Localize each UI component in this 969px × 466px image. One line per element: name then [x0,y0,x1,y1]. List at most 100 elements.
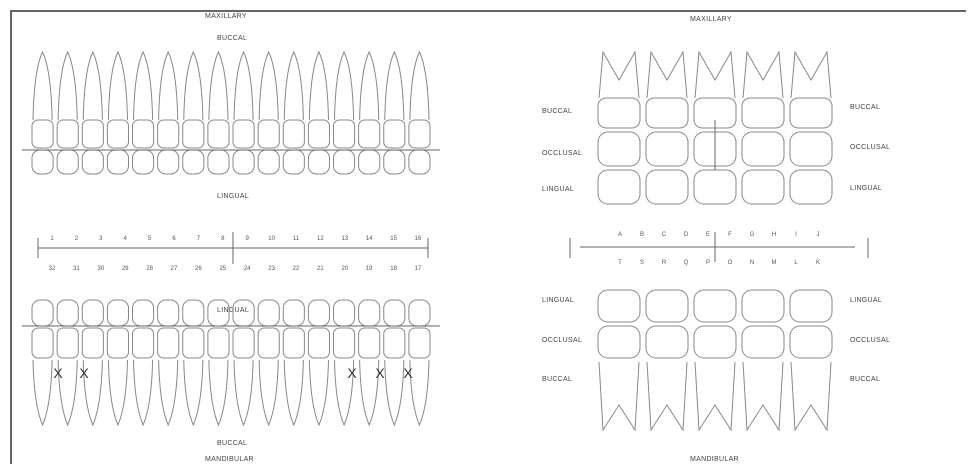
adult-upper-tooth-number: 9 [246,236,250,242]
adult-lower-crown [409,328,430,358]
adult-upper-root [259,52,278,120]
adult-lower-crown [82,328,103,358]
child-lower-root [647,362,687,430]
adult-upper-crown [208,120,229,148]
adult-missing-tooth-mark: X [79,365,89,381]
adult-upper-tooth-number: 1 [50,236,54,242]
child-lower-lingual [694,290,736,322]
adult-upper-crown [133,120,154,148]
adult-lower-root [108,360,127,425]
adult-upper-root [58,52,77,120]
adult-lower-root [184,360,203,425]
child-lower-tooth-letter: O [728,260,733,266]
adult-upper-occlusal [308,150,329,174]
child-lower-tooth-letter: M [772,260,777,266]
child-lower-tooth-letter: L [794,260,798,266]
adult-lower-occlusal [183,300,204,326]
adult-lower-crown [233,328,254,358]
child-lower-occlusal [742,326,784,358]
adult-upper-occlusal [233,150,254,174]
adult-upper-occlusal [107,150,128,174]
adult-lower-crown [32,328,53,358]
child-upper-lingual [742,170,784,204]
child-upper-root [743,52,783,98]
adult-upper-crown [107,120,128,148]
child-upper-crown [790,98,832,128]
child-lower-tooth-letter: S [640,260,644,266]
child-upper-occlusal [598,132,640,166]
adult-upper-root [385,52,404,120]
child-upper-tooth-letter: C [662,232,667,238]
adult-lower-root [234,360,253,425]
adult-lower-tooth-number: 21 [317,266,324,272]
child-upper-tooth-letter: J [817,232,820,238]
adult-upper-crown [409,120,430,148]
adult-upper-occlusal [384,150,405,174]
child-upper-tooth-letter: G [750,232,755,238]
adult-lower-tooth-number: 18 [390,266,397,272]
adult-lower-crown [208,328,229,358]
child-upper-tooth-letter: B [640,232,644,238]
adult-upper-root [209,52,228,120]
child-lower-tooth-letter: Q [684,260,689,266]
child-upper-tooth-letter: I [795,232,797,238]
adult-missing-tooth-mark: X [403,365,413,381]
adult-lower-tooth-number: 27 [171,266,178,272]
adult-upper-occlusal [82,150,103,174]
child-upper-root [791,52,831,98]
child-upper-lingual [790,170,832,204]
adult-upper-tooth-number: 8 [221,236,225,242]
child-upper-occlusal [742,132,784,166]
adult-lower-occlusal [57,300,78,326]
adult-missing-tooth-mark: X [375,365,385,381]
adult-upper-tooth-number: 7 [197,236,201,242]
adult-lower-crown [308,328,329,358]
child-lower-lingual [598,290,640,322]
adult-upper-occlusal [32,150,53,174]
child-lower-root [695,362,735,430]
child-upper-crown [742,98,784,128]
adult-upper-tooth-number: 2 [75,236,79,242]
child-upper-root [647,52,687,98]
child-upper-tooth-letter: A [618,232,622,238]
adult-lower-tooth-number: 29 [122,266,129,272]
adult-upper-crown [158,120,179,148]
adult-missing-tooth-mark: X [347,365,357,381]
child-lower-tooth-letter: P [706,260,710,266]
adult-lower-tooth-number: 31 [73,266,80,272]
adult-upper-occlusal [183,150,204,174]
adult-upper-occlusal [334,150,355,174]
child-upper-lingual [646,170,688,204]
adult-upper-occlusal [158,150,179,174]
adult-lower-crown [183,328,204,358]
adult-upper-occlusal [409,150,430,174]
child-upper-root [599,52,639,98]
adult-upper-crown [308,120,329,148]
child-lower-tooth-letter: R [662,260,667,266]
adult-upper-root [108,52,127,120]
adult-lower-occlusal [409,300,430,326]
adult-lower-tooth-number: 30 [97,266,104,272]
adult-lower-root [259,360,278,425]
child-upper-lingual [694,170,736,204]
adult-lower-root [159,360,178,425]
adult-lower-crown [334,328,355,358]
adult-upper-crown [82,120,103,148]
child-upper-crown [646,98,688,128]
adult-upper-root [410,52,429,120]
adult-upper-root [309,52,328,120]
child-lower-root [791,362,831,430]
child-lower-root [743,362,783,430]
child-lower-lingual [646,290,688,322]
adult-upper-crown [359,120,380,148]
adult-upper-root [134,52,153,120]
adult-lower-occlusal [283,300,304,326]
adult-missing-tooth-mark: X [53,365,63,381]
adult-lower-tooth-number: 23 [268,266,275,272]
child-upper-tooth-letter: D [684,232,689,238]
adult-upper-occlusal [208,150,229,174]
child-lower-occlusal [694,326,736,358]
adult-upper-crown [283,120,304,148]
adult-upper-tooth-number: 15 [390,236,397,242]
adult-lower-occlusal [158,300,179,326]
